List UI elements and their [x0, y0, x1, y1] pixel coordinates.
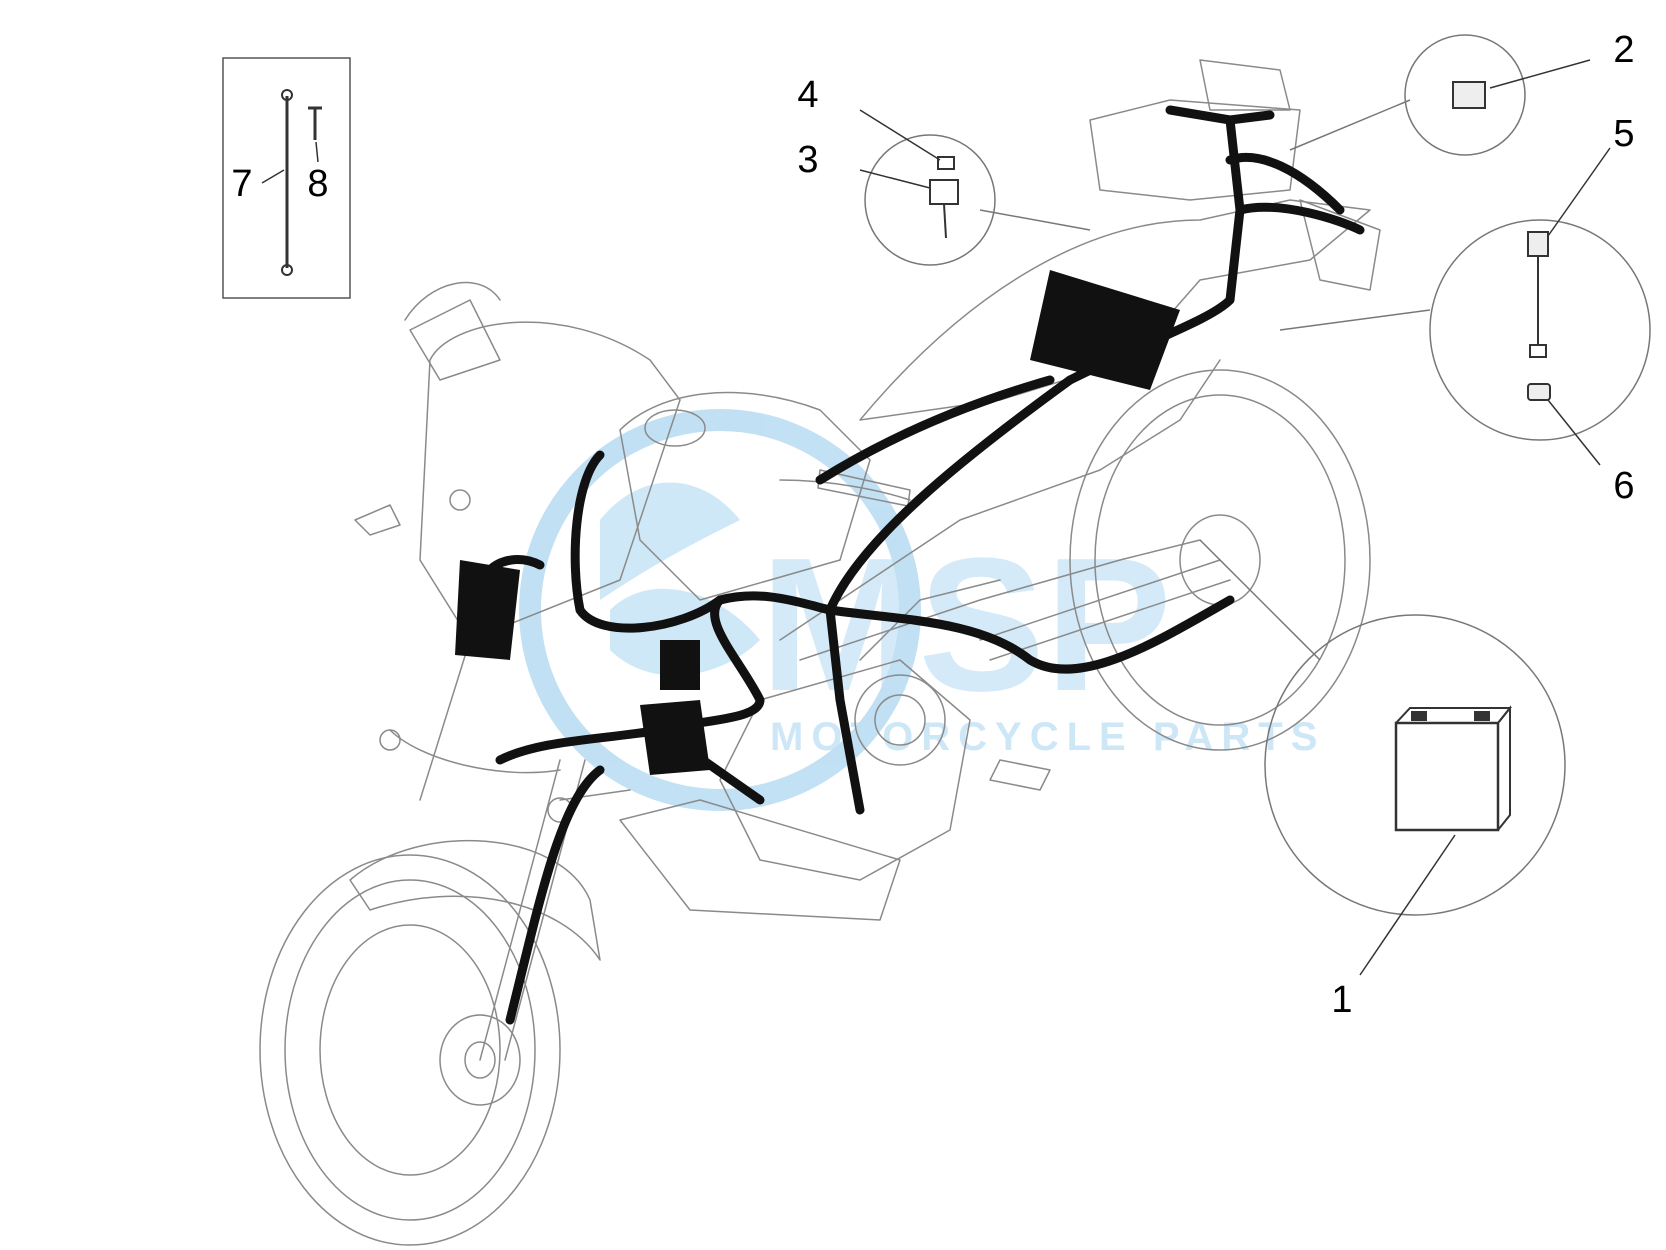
- left-relay-block: [660, 640, 700, 690]
- harness-components: [455, 270, 1180, 775]
- callout-labels: 1 2 3 4 5 6 7 8: [231, 29, 1634, 1021]
- inset-circle-3-4: [864, 134, 996, 266]
- watermark: MSP MOTORCYCLE PARTS: [519, 409, 1325, 811]
- inset-circle-2: [1404, 34, 1526, 156]
- ecu-box: [1030, 270, 1180, 390]
- motorcycle-illustration: [259, 59, 1381, 1246]
- battery-icon: [1394, 721, 1500, 832]
- inset-part-drawings: [929, 81, 1551, 832]
- watermark-mark: MSP: [760, 519, 1172, 731]
- callout-8: 8: [307, 163, 328, 205]
- inset-circles: [864, 34, 1651, 916]
- callout-1: 1: [1331, 979, 1352, 1021]
- front-connector-block: [455, 560, 520, 660]
- inset-parts-7-8: [222, 57, 351, 299]
- callout-3: 3: [797, 139, 818, 181]
- watermark-tagline: MOTORCYCLE PARTS: [770, 715, 1325, 759]
- inset-circle-1: [1264, 614, 1566, 916]
- lower-connector-block: [640, 700, 710, 775]
- callout-7: 7: [231, 163, 252, 205]
- callout-leaders: [261, 59, 1611, 976]
- callout-6: 6: [1613, 465, 1634, 507]
- rear-wheel: [1069, 369, 1371, 751]
- callout-4: 4: [797, 74, 818, 116]
- inset-circle-5-6: [1429, 219, 1651, 441]
- callout-2: 2: [1613, 29, 1634, 71]
- callout-5: 5: [1613, 113, 1634, 155]
- front-wheel: [259, 854, 561, 1246]
